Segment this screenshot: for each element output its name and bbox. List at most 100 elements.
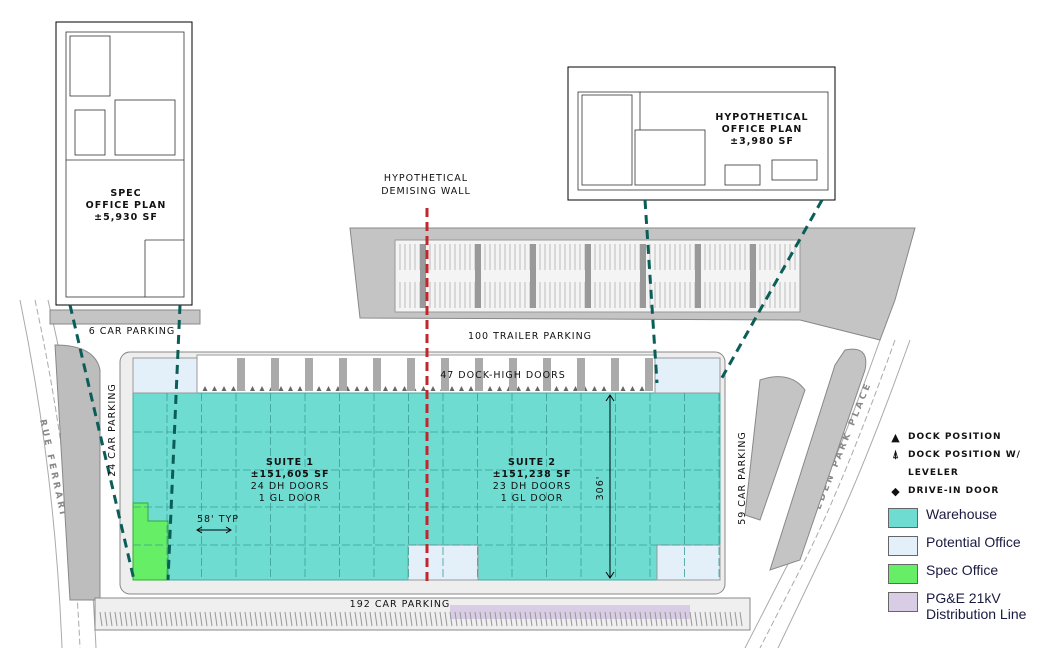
car-parking-6-label: 6 CAR PARKING [89, 326, 176, 337]
dock-position-marker [487, 386, 493, 391]
dock-position-marker [639, 386, 645, 391]
parking-stall [489, 611, 493, 627]
parking-stall [684, 611, 688, 627]
parking-stall [334, 611, 338, 627]
parking-stall [709, 611, 713, 627]
parking-stall [649, 611, 653, 627]
parking-stall [129, 611, 133, 627]
parking-stall [474, 611, 478, 627]
legend-label: LEVELER [908, 468, 959, 478]
parking-stall [404, 611, 408, 627]
parking-stall [699, 611, 703, 627]
parking-stall [734, 611, 738, 627]
warehouse-swatch [888, 508, 918, 528]
suite-1-label: SUITE 1 ±151,605 SF 24 DH DOORS 1 GL DOO… [251, 457, 330, 504]
parking-stall [529, 611, 533, 627]
bottom-stalls [99, 611, 743, 627]
parking-stall [714, 611, 718, 627]
parking-stall [609, 611, 613, 627]
hypothetical-office-plan-drawing [577, 91, 829, 191]
parking-stall [299, 611, 303, 627]
legend-dock-leveler: ⍋DOCK POSITION W/ [888, 446, 1048, 464]
dock-position-marker [525, 386, 531, 391]
spec-office-swatch [888, 564, 918, 584]
car-parking-59-label: 59 CAR PARKING [737, 431, 748, 525]
parking-stall [574, 611, 578, 627]
landscape-left [54, 344, 101, 601]
parking-stall [239, 611, 243, 627]
legend-label: Spec Office [926, 562, 999, 578]
dock-position-marker [516, 386, 521, 391]
island [420, 244, 426, 308]
parking-stall [189, 611, 193, 627]
dock-column [407, 358, 415, 391]
spec-office-area [132, 502, 169, 581]
dock-position-marker [573, 386, 578, 391]
dock-position-marker [468, 386, 474, 391]
parking-stall [354, 611, 358, 627]
parking-stall [289, 611, 293, 627]
parking-stall [444, 611, 448, 627]
parking-stall [634, 611, 638, 627]
parking-stall [589, 611, 593, 627]
parking-stall [199, 611, 203, 627]
legend-dock-leveler-cont: LEVELER [888, 464, 1048, 482]
parking-stall [349, 611, 353, 627]
island [640, 244, 646, 308]
parking-stall [569, 611, 573, 627]
dock-position-marker [392, 386, 398, 391]
dock-position-marker [601, 386, 607, 391]
dock-position-marker [250, 386, 255, 391]
parking-stall [664, 611, 668, 627]
legend-label: Warehouse [926, 506, 998, 522]
parking-stall [659, 611, 663, 627]
legend-dock-position: ▲DOCK POSITION [888, 428, 1048, 446]
dock-position-marker [554, 386, 559, 391]
parking-stall [534, 611, 538, 627]
parking-stall [229, 611, 233, 627]
dock-position-marker [402, 386, 407, 391]
spec-plan-title2: OFFICE PLAN [86, 200, 167, 211]
dock-position-marker [421, 386, 426, 391]
parking-stall [689, 611, 693, 627]
suite-2-name: SUITE 2 [508, 457, 556, 468]
parking-stall [519, 611, 523, 627]
parking-stall [179, 611, 183, 627]
hyp-plan-title2: OFFICE PLAN [722, 124, 803, 135]
parking-stall [274, 611, 278, 627]
dock-column [577, 358, 585, 391]
parking-stall [584, 611, 588, 627]
legend-label: DOCK POSITION [908, 432, 1002, 442]
parking-stall [554, 611, 558, 627]
trailer-parking-area [394, 239, 801, 313]
car-parking-192-label: 192 CAR PARKING [350, 599, 451, 610]
parking-stall [339, 611, 343, 627]
dock-position-marker [364, 386, 369, 391]
parking-stall [674, 611, 678, 627]
parking-stall [169, 611, 173, 627]
parking-stall [394, 611, 398, 627]
parking-stall [499, 611, 503, 627]
parking-stall [614, 611, 618, 627]
parking-stall [704, 611, 708, 627]
parking-stall [414, 611, 418, 627]
dock-position-marker [259, 386, 265, 391]
parking-stall [149, 611, 153, 627]
suite-1-area: ±151,605 SF [251, 469, 330, 480]
island [750, 244, 756, 308]
legend-drive-in: ◆DRIVE-IN DOOR [888, 482, 1048, 500]
parking-stall [124, 611, 128, 627]
parking-right [744, 376, 806, 521]
parking-stall [539, 611, 543, 627]
dock-column [645, 358, 653, 391]
parking-stall [369, 611, 373, 627]
triangle-leveler-icon: ⍋ [892, 448, 900, 461]
dock-position-marker [497, 386, 502, 391]
legend-warehouse: Warehouse [888, 506, 1048, 528]
suite-2-area: ±151,238 SF [493, 469, 572, 480]
parking-stall [629, 611, 633, 627]
parking-stall [214, 611, 218, 627]
parking-stall [679, 611, 683, 627]
dock-position-marker [630, 386, 635, 391]
parking-stall [139, 611, 143, 627]
